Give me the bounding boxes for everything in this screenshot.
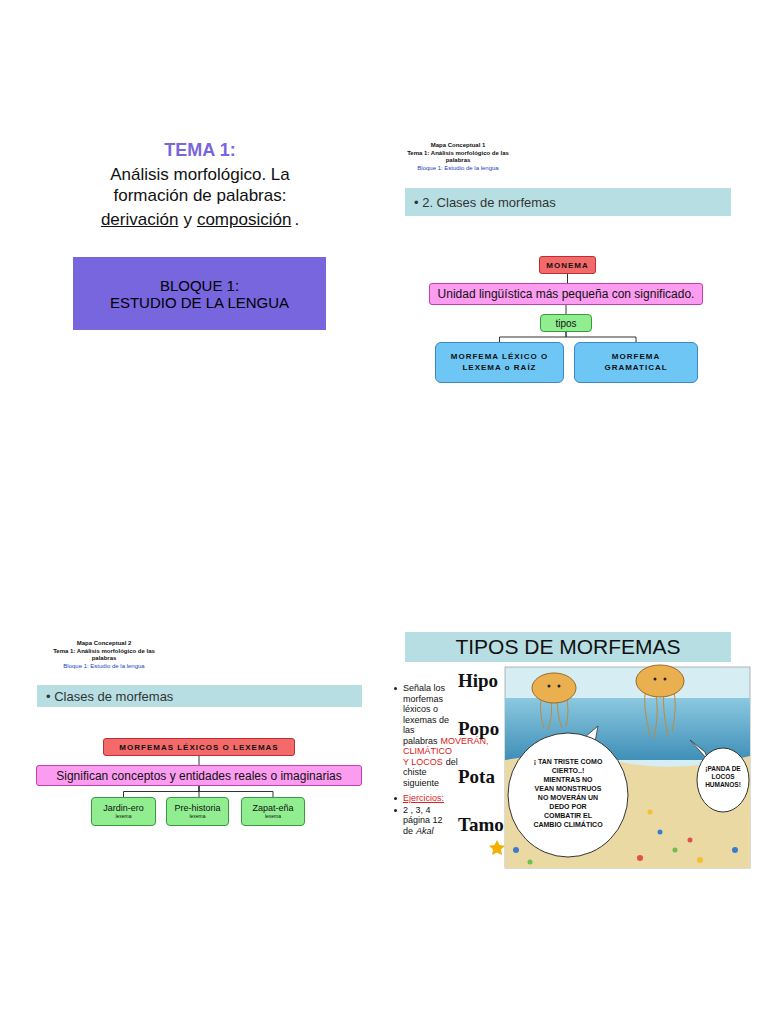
node-text: MONEMA [546, 261, 588, 270]
connector-line [566, 332, 636, 342]
slide-title: Análisis morfológico. La formación de pa… [75, 164, 325, 206]
node-subtext: ESTUDIO DE LA LENGUA [110, 294, 289, 311]
node-subtext: lexema [189, 814, 205, 819]
title-word: composición [197, 210, 292, 229]
exercise-text: Akal [416, 826, 434, 836]
node-text: BLOQUE 1: [160, 277, 239, 294]
category-box: MORFEMA GRAMATICAL [574, 342, 698, 383]
connector-line [124, 786, 200, 797]
node-text: Pre-historia [174, 804, 220, 813]
bullet-item: Ejercicios: [403, 793, 459, 804]
connector-line [199, 786, 273, 797]
node-text: Jardin-ero [103, 804, 144, 813]
node-text: TIPOS DE MORFEMAS [455, 635, 680, 659]
slide-header: Mapa Conceptual 2Tema 1: Análisis morfol… [45, 640, 163, 670]
connector-line [567, 274, 568, 283]
title-word: derivación [101, 210, 179, 229]
title-band: TIPOS DE MORFEMAS [405, 632, 731, 662]
example-box: Pre-historialexema [166, 797, 229, 826]
node-text: • Clases de morfemas [46, 689, 173, 704]
cartoon-title: Pota [458, 766, 504, 788]
header-text: Mapa Conceptual 2 [45, 640, 163, 648]
cartoon-title: Tamo [458, 814, 504, 836]
bloque-box: BLOQUE 1:ESTUDIO DE LA LENGUA [73, 257, 326, 330]
speech-bubble-text: ¡PANDA DE LOCOS HUMANOS! [701, 765, 745, 789]
bullet-item: 2 , 3, 4 página 12 deAkal [403, 805, 459, 837]
section-band: • 2. Clases de morfemas [405, 188, 731, 216]
node-text: • 2. Clases de morfemas [414, 195, 556, 210]
node-text: MORFEMA GRAMATICAL [580, 352, 692, 374]
section-band: • Clases de morfemas [37, 685, 362, 707]
node-text: MORFEMAS LÉXICOS O LEXEMAS [119, 743, 278, 752]
connector-line [500, 332, 567, 342]
node-subtext: lexema [265, 814, 281, 819]
example-box: Zapat-eñalexema [241, 797, 305, 826]
node-text: tipos [555, 318, 576, 329]
exercise-heading: Ejercicios: [403, 793, 444, 803]
definition-box: Significan conceptos y entidades reales … [36, 765, 362, 786]
bullet-item: Señala los morfemas léxicos o lexemas de… [403, 683, 459, 788]
node-subtext: lexema [115, 814, 131, 819]
title-word: y [183, 210, 192, 229]
title-word: . [294, 210, 299, 229]
node-text: Unidad lingüística más pequeña con signi… [438, 287, 695, 301]
cartoon-title: Popo [458, 718, 504, 740]
speech-bubble-text: ¡ TAN TRISTE COMO CIERTO..! MIENTRAS NO … [533, 757, 603, 829]
concept-box: MONEMA [539, 256, 596, 274]
title-line: derivacióny composición. [70, 210, 330, 230]
header-text: Bloque 1: Estudio de la lengua [45, 663, 163, 671]
types-box: tipos [540, 314, 592, 332]
category-box: MORFEMA LÉXICO O LEXEMA o RAÍZ [435, 342, 564, 383]
header-text: Tema 1: Análisis morfológico de las pala… [45, 648, 163, 663]
spacer [403, 789, 459, 792]
slide-title: TEMA 1: [70, 140, 330, 161]
header-text: Mapa Conceptual 1 [405, 142, 511, 150]
node-text: MORFEMA LÉXICO O LEXEMA o RAÍZ [441, 352, 558, 374]
definition-box: Unidad lingüística más pequeña con signi… [429, 283, 703, 305]
connector-line [566, 305, 567, 314]
concept-box: MORFEMAS LÉXICOS O LEXEMAS [103, 738, 295, 756]
node-text: Zapat-eña [252, 804, 293, 813]
header-text: Tema 1: Análisis morfológico de las pala… [405, 150, 511, 165]
example-box: Jardin-erolexema [91, 797, 156, 826]
slide-header: Mapa Conceptual 1Tema 1: Análisis morfol… [405, 142, 511, 172]
node-text: Significan conceptos y entidades reales … [56, 769, 342, 783]
cartoon-title: Hipo [458, 670, 504, 692]
bullet-list: Señala los morfemas léxicos o lexemas de… [403, 683, 459, 837]
header-text: Bloque 1: Estudio de la lengua [405, 165, 511, 173]
connector-line [199, 756, 200, 765]
